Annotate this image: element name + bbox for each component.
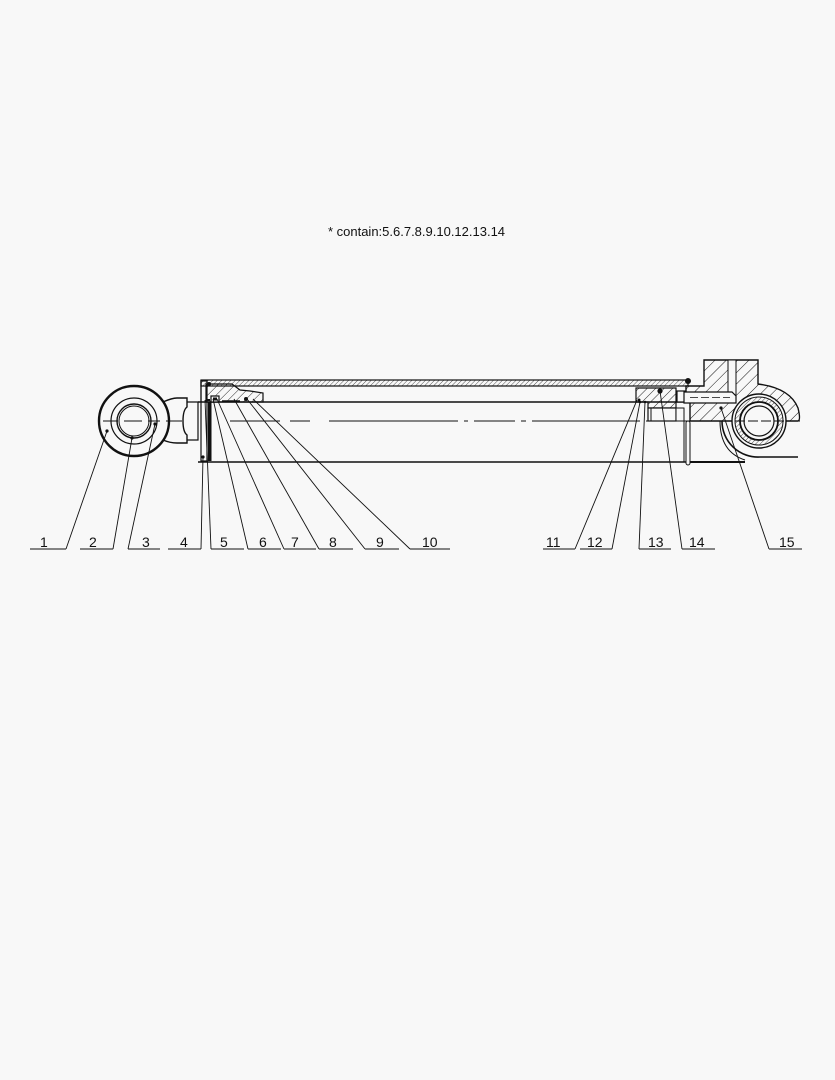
callout-label-3: 3 <box>142 534 150 550</box>
callout-15: 15 <box>720 407 802 550</box>
callout-leaders: 1 2 3 4 5 6 <box>30 390 802 550</box>
kit-contents-text: * contain:5.6.7.8.9.10.12.13.14 <box>327 224 506 239</box>
kit-contents-note: * contain:5.6.7.8.9.10.12.13.14 <box>0 224 835 239</box>
callout-7: 7 <box>216 398 316 550</box>
callout-10: 10 <box>252 398 450 550</box>
callout-8: 8 <box>233 398 353 550</box>
callout-label-14: 14 <box>689 534 705 550</box>
callout-6: 6 <box>212 398 281 550</box>
callout-14: 14 <box>659 390 715 550</box>
piston <box>635 378 691 466</box>
callout-12: 12 <box>580 401 641 550</box>
callout-label-15: 15 <box>779 534 795 550</box>
callout-label-12: 12 <box>587 534 603 550</box>
callout-label-4: 4 <box>180 534 188 550</box>
callout-9: 9 <box>246 398 399 550</box>
callout-label-7: 7 <box>291 534 299 550</box>
callout-label-5: 5 <box>220 534 228 550</box>
callout-label-2: 2 <box>89 534 97 550</box>
callout-2: 2 <box>80 437 133 550</box>
callout-label-11: 11 <box>546 534 561 550</box>
callout-label-9: 9 <box>376 534 384 550</box>
callout-label-13: 13 <box>648 534 664 550</box>
callout-11: 11 <box>543 399 638 550</box>
callout-label-8: 8 <box>329 534 337 550</box>
callout-label-1: 1 <box>40 534 48 550</box>
end-cap-right <box>683 359 801 463</box>
callout-5: 5 <box>204 399 244 550</box>
piston-rod <box>198 401 690 463</box>
callout-label-6: 6 <box>259 534 267 550</box>
callout-1: 1 <box>30 430 108 550</box>
gland-left <box>200 380 264 462</box>
callout-label-10: 10 <box>422 534 438 550</box>
callout-3: 3 <box>127 423 160 550</box>
callout-4: 4 <box>168 456 204 550</box>
callout-13: 13 <box>638 401 671 550</box>
cylinder-tube <box>200 379 689 402</box>
